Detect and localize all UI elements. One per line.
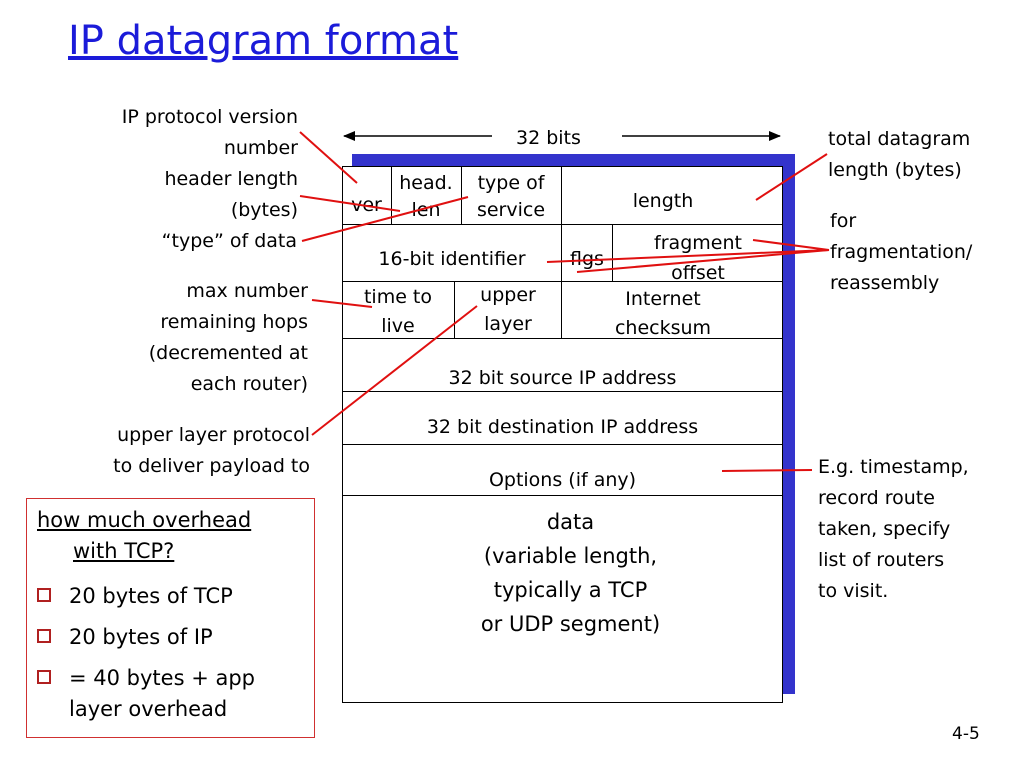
cell-divider [561,281,562,338]
field-options: Options (if any) [488,469,637,491]
pointer-header-length [299,195,401,212]
field-length: length [632,190,694,212]
checkbox-bullet-icon [37,588,51,602]
checkbox-bullet-icon [37,629,51,643]
field-head-len: head.len [399,172,453,221]
overhead-callout: how much overhead with TCP? 20 bytes of … [26,498,315,738]
field-identifier: 16-bit identifier [378,248,526,270]
width-label: 32 bits [516,127,581,149]
cell-divider [454,281,455,338]
pointer-options [721,469,813,472]
pointer-fragment-offset [752,239,830,251]
field-data: data (variable length, typically a TCP o… [480,510,661,636]
list-item: 20 bytes of TCP [37,581,233,612]
field-source-address: 32 bit source IP address [448,367,677,389]
row-divider [342,281,783,282]
field-flgs: flgs [570,248,604,270]
slide-title: IP datagram format [68,18,459,64]
list-item: = 40 bytes + app layer overhead [37,663,255,725]
cell-divider [561,166,562,224]
row-divider [342,224,783,225]
list-item: 20 bytes of IP [37,622,213,653]
pointer-flgs [576,249,830,273]
field-destination-address: 32 bit destination IP address [426,416,699,438]
pointer-version [299,131,358,184]
cell-divider [391,166,392,224]
label-type-of-data: “type” of data [161,230,297,252]
label-header-length: header length(bytes) [164,168,298,221]
pointer-max-hops [311,299,373,308]
checkbox-bullet-icon [37,670,51,684]
row-divider [342,495,783,496]
pointer-type-of-data [301,196,469,242]
cell-divider [561,224,562,281]
row-divider [342,444,783,445]
overhead-title: how much overhead with TCP? [37,508,252,563]
row-divider [342,391,783,392]
cell-divider [461,166,462,224]
cell-divider [612,224,613,281]
page-number: 4-5 [952,724,980,744]
row-divider [342,338,783,339]
pointer-total-length [755,153,828,201]
pointer-identifier [546,249,830,263]
pointer-upper-layer-protocol [311,305,478,436]
label-options-example: E.g. timestamp,record route taken, speci… [818,456,969,602]
